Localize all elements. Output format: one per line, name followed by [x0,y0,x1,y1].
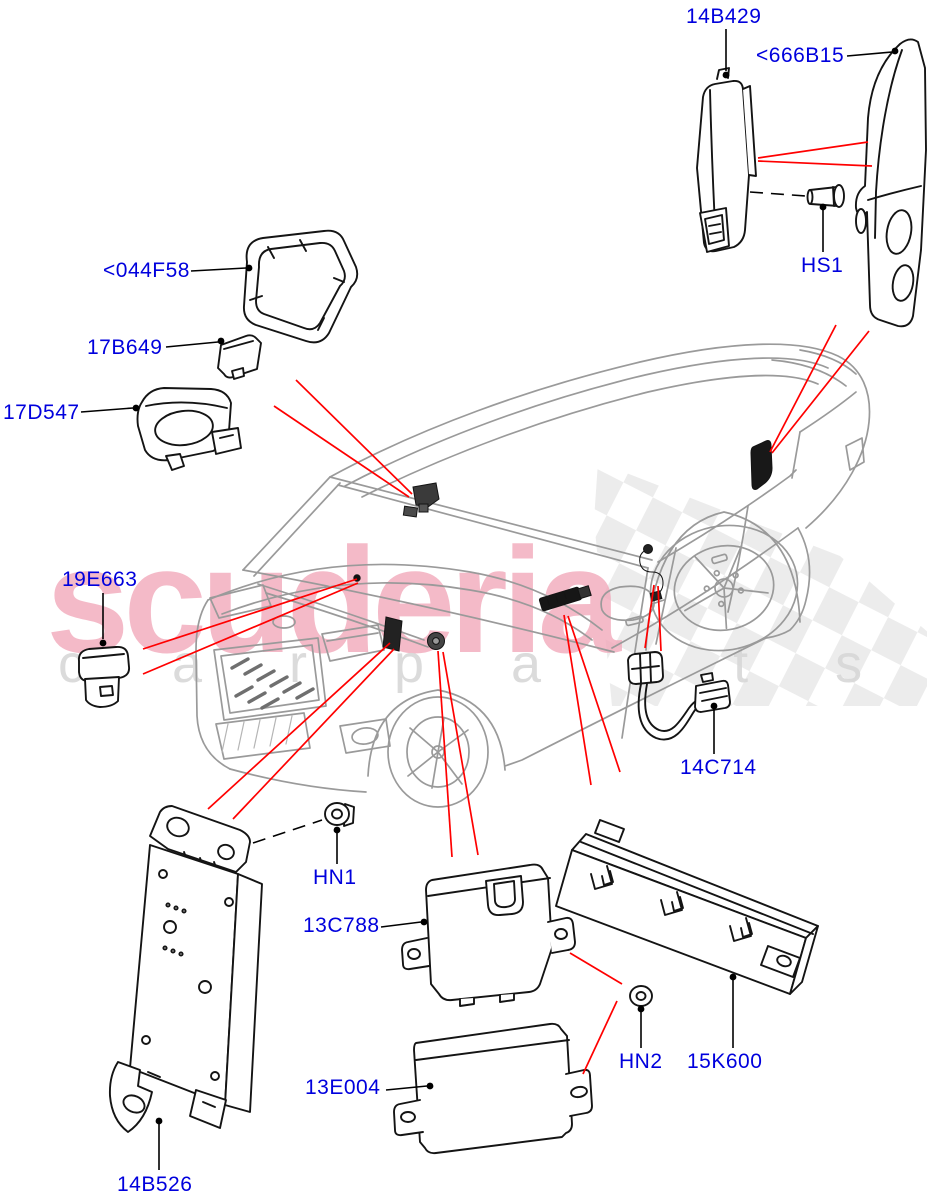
watermark-brand: scuderia [46,516,623,684]
part-HS1-bolt [806,184,845,208]
callout-15K600[interactable]: 15K600 [687,1050,763,1073]
part-14B429-module [696,67,757,253]
callout-17D547[interactable]: 17D547 [3,401,80,424]
callout-14C714[interactable]: 14C714 [680,756,757,779]
callout-HN1[interactable]: HN1 [313,866,357,889]
black-leader-lines [80,29,899,1170]
part-17B649-module [217,334,262,380]
part-13C788-module [401,863,576,1007]
checkered-flag-watermark [594,462,927,706]
a-pillar-module-icon [382,616,403,652]
callout-14B429[interactable]: 14B429 [686,5,762,28]
mirror-sensor-base-icon [418,503,429,513]
callout-HS1[interactable]: HS1 [801,254,844,277]
watermark-text: scuderia c a r p a r t s [46,516,898,694]
mirror-sensor-icon [412,482,440,508]
red-leader-lines [142,141,873,1075]
callout-17B649[interactable]: 17B649 [87,336,163,359]
door-cable-icon [639,548,664,596]
part-19E663-sensor [77,645,131,708]
part-13E004-module [393,1022,593,1155]
callout-13E004[interactable]: 13E004 [305,1076,381,1099]
d-pillar-trim-icon [750,440,773,490]
callout-HN2[interactable]: HN2 [619,1050,663,1073]
part-HN1-nut [324,802,355,827]
part-17D547-sensor [136,387,242,471]
part-14C714-cable [627,651,731,741]
callout-044F58[interactable]: <044F58 [103,259,190,282]
callout-13C788[interactable]: 13C788 [303,914,380,937]
car-drawing [195,343,871,808]
part-14B526-bracket-module [108,805,263,1133]
windshield-sensor-icon [402,505,419,518]
door-sill-module-icon [538,585,592,612]
part-15K600-module [555,819,819,995]
callout-666B15[interactable]: <666B15 [756,44,845,67]
watermark-tagline: c a r p a r t s [58,634,898,694]
part-044F58-cover [243,229,359,344]
car-mounted-components [353,440,773,652]
part-666B15-panel [854,38,927,328]
part-HN2-nut [629,985,653,1007]
callout-19E663[interactable]: 19E663 [62,568,138,591]
callout-14B526[interactable]: 14B526 [117,1173,193,1196]
